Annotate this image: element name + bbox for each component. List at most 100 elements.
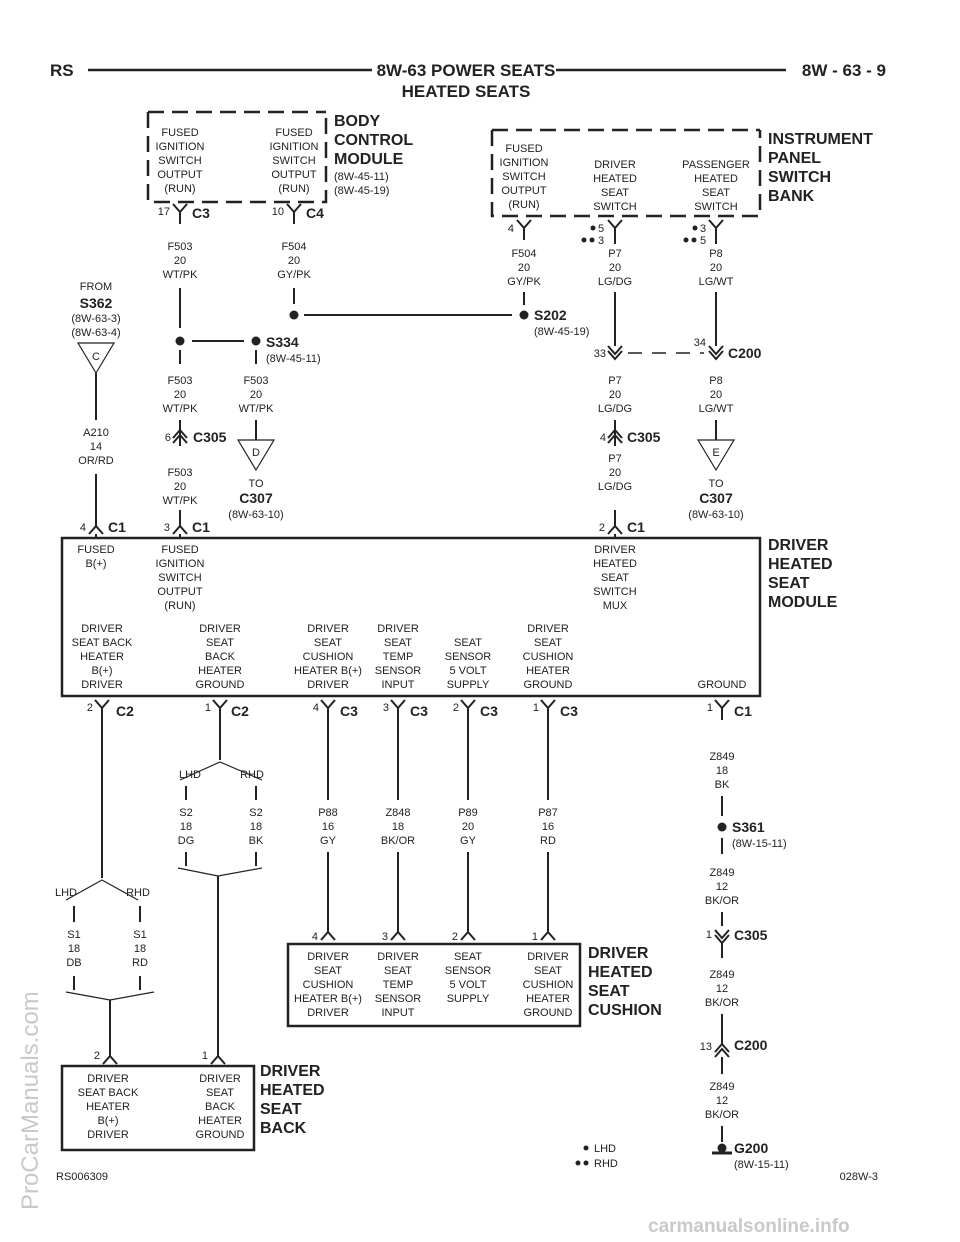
splice-s202-dot <box>519 310 529 320</box>
legend-rhd: RHD <box>594 1158 618 1170</box>
bcm-out2-l2: IGNITION <box>270 141 319 153</box>
cushion-pin-3: 3 <box>382 931 388 943</box>
wire-z849c-2: 12 <box>716 983 728 995</box>
wire-f503-top-3: WT/PK <box>163 269 198 281</box>
wire-p88-3: GY <box>320 835 337 847</box>
wire-p88-1: P88 <box>318 807 338 819</box>
wire-z849d-3: BK/OR <box>705 1109 739 1121</box>
cushion-pin-1: 1 <box>532 931 538 943</box>
ipsb-col2-l3: SEAT <box>601 187 629 199</box>
dhsm-top3-l5: MUX <box>603 600 628 612</box>
cushion-name-l2: HEATED <box>588 964 653 981</box>
mb-pin-c1-1: 1 <box>707 702 713 714</box>
dhsm-b3-l5: DRIVER <box>307 679 349 691</box>
splice-s334-ref: (8W-45-11) <box>266 353 321 365</box>
back-c1-l3: HEATER <box>86 1101 130 1113</box>
cushion-c1-l5: DRIVER <box>307 1007 349 1019</box>
wire-z849b-3: BK/OR <box>705 895 739 907</box>
wire-p8-top-1: P8 <box>709 248 722 260</box>
to-c307-e-to: TO <box>708 478 724 490</box>
wire-a210-3: OR/RD <box>78 455 114 467</box>
wire-z848-3: BK/OR <box>381 835 415 847</box>
footer-right: 028W-3 <box>840 1171 878 1183</box>
junction-dot <box>175 336 185 346</box>
mb-pin-c3-3: 3 <box>383 702 389 714</box>
dhsm-name-l4: MODULE <box>768 594 838 611</box>
wire-z849c-3: BK/OR <box>705 997 739 1009</box>
offpage-e-triangle <box>696 439 736 472</box>
from-s362-ref1: (8W-63-3) <box>71 313 120 325</box>
dhsm-b4-l4: SENSOR <box>375 665 422 677</box>
wire-f503-mid-2: 20 <box>174 389 186 401</box>
bcm-out1-l4: OUTPUT <box>157 169 203 181</box>
dhsm-b6-l2: SEAT <box>534 637 562 649</box>
cushion-name-l4: CUSHION <box>588 1002 662 1019</box>
wire-f504-top-2: 20 <box>288 255 300 267</box>
dhsm-name-l1: DRIVER <box>768 537 829 554</box>
mb-conn-c2-b: C2 <box>231 703 249 719</box>
cushion-c3-l4: SUPPLY <box>447 993 490 1005</box>
page-subtitle: HEATED SEATS <box>402 82 531 101</box>
wire-p8-mid-3: LG/WT <box>699 403 734 415</box>
mb-pin-c2-1: 1 <box>205 702 211 714</box>
connector-c200-low: C200 <box>734 1037 768 1053</box>
bcm-name-l2: CONTROL <box>334 132 413 149</box>
dhsm-b5-l3: 5 VOLT <box>449 665 486 677</box>
module-conn-top-c1-c: C1 <box>627 519 645 535</box>
dhsm-top2-l4: OUTPUT <box>157 586 203 598</box>
dhsm-b2-l1: DRIVER <box>199 623 241 635</box>
cushion-c1-l1: DRIVER <box>307 951 349 963</box>
back-name-l2: HEATED <box>260 1082 325 1099</box>
wire-p7-mid-2: 20 <box>609 389 621 401</box>
back-c1-l2: SEAT BACK <box>78 1087 139 1099</box>
bcm-out2-l5: (RUN) <box>278 183 309 195</box>
wire-f503-d-2: 20 <box>250 389 262 401</box>
dhsm-b2-l5: GROUND <box>196 679 245 691</box>
wire-s2-rhd-2: 18 <box>250 821 262 833</box>
wire-f504-top-1: F504 <box>281 241 306 253</box>
ipsb-col1-l1: FUSED <box>505 143 542 155</box>
wire-p88-2: 16 <box>322 821 334 833</box>
connector-c305-a: C305 <box>193 429 227 445</box>
dhsm-b2-l4: HEATER <box>198 665 242 677</box>
dhsm-b1-l4: B(+) <box>91 665 112 677</box>
cushion-pin-4: 4 <box>312 931 318 943</box>
ipsb-col3-l3: SEAT <box>702 187 730 199</box>
footer-left: RS006309 <box>56 1171 108 1183</box>
dhsm-b3-l1: DRIVER <box>307 623 349 635</box>
mb-conn-c3-a: C3 <box>340 703 358 719</box>
wire-p89-3: GY <box>460 835 477 847</box>
ipsb-pin-5b: 5 <box>700 235 706 247</box>
wire-f504-ip-1: F504 <box>511 248 536 260</box>
cushion-c1-l3: CUSHION <box>303 979 354 991</box>
cushion-c1-l2: SEAT <box>314 965 342 977</box>
body-control-module: FUSED IGNITION SWITCH OUTPUT (RUN) FUSED… <box>146 110 413 224</box>
to-c307-e-ref: (8W-63-10) <box>688 509 743 521</box>
wire-p7-top-2: 20 <box>609 262 621 274</box>
ipsb-name-l3: SWITCH <box>768 169 831 186</box>
dhsm-b5-l4: SUPPLY <box>447 679 490 691</box>
wire-f503-top-2: 20 <box>174 255 186 267</box>
offpage-c-letter: C <box>92 351 100 363</box>
side-watermark: ProCarManuals.com <box>17 991 44 1210</box>
dhsm-b3-l4: HEATER B(+) <box>294 665 362 677</box>
cushion-c4-l2: SEAT <box>534 965 562 977</box>
back-pin-1: 1 <box>202 1050 208 1062</box>
page-title: 8W-63 POWER SEATS <box>377 61 556 80</box>
wire-s1-lhd-2: 18 <box>68 943 80 955</box>
cushion-c2-l2: SEAT <box>384 965 412 977</box>
wire-s1-rhd-3: RD <box>132 957 148 969</box>
cushion-c4-l1: DRIVER <box>527 951 569 963</box>
driver-heated-seat-cushion: DRIVER SEAT CUSHION HEATER B(+) DRIVER D… <box>286 942 662 1028</box>
splice-s361-dot <box>717 822 727 832</box>
wire-f503-d-1: F503 <box>243 375 268 387</box>
from-s362-ref2: (8W-63-4) <box>71 327 120 339</box>
wire-p89-1: P89 <box>458 807 478 819</box>
ipsb-col2-l4: SWITCH <box>593 201 636 213</box>
wire-s2-lhd-2: 18 <box>180 821 192 833</box>
ground-g200-ref: (8W-15-11) <box>734 1159 789 1171</box>
dhsm-b2-l2: SEAT <box>206 637 234 649</box>
wire-z849b-2: 12 <box>716 881 728 893</box>
dhsm-top2-l2: IGNITION <box>156 558 205 570</box>
ipsb-name-l4: BANK <box>768 188 815 205</box>
